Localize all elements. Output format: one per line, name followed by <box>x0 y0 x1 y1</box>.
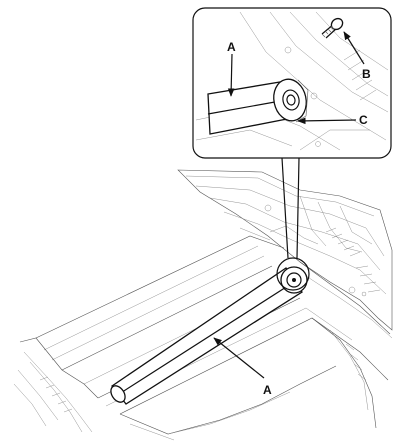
rod-pair-main <box>110 266 308 405</box>
label-b: B <box>362 67 371 81</box>
detail-inset <box>192 7 392 159</box>
bolt-icon <box>321 17 344 39</box>
leaders <box>213 31 365 379</box>
callout-lines <box>281 157 300 259</box>
label-c: C <box>359 113 368 127</box>
floor-panel <box>13 169 393 441</box>
label-a-main: A <box>263 383 272 397</box>
label-a-inset: A <box>227 40 236 54</box>
detail-callout-circle <box>276 257 310 291</box>
